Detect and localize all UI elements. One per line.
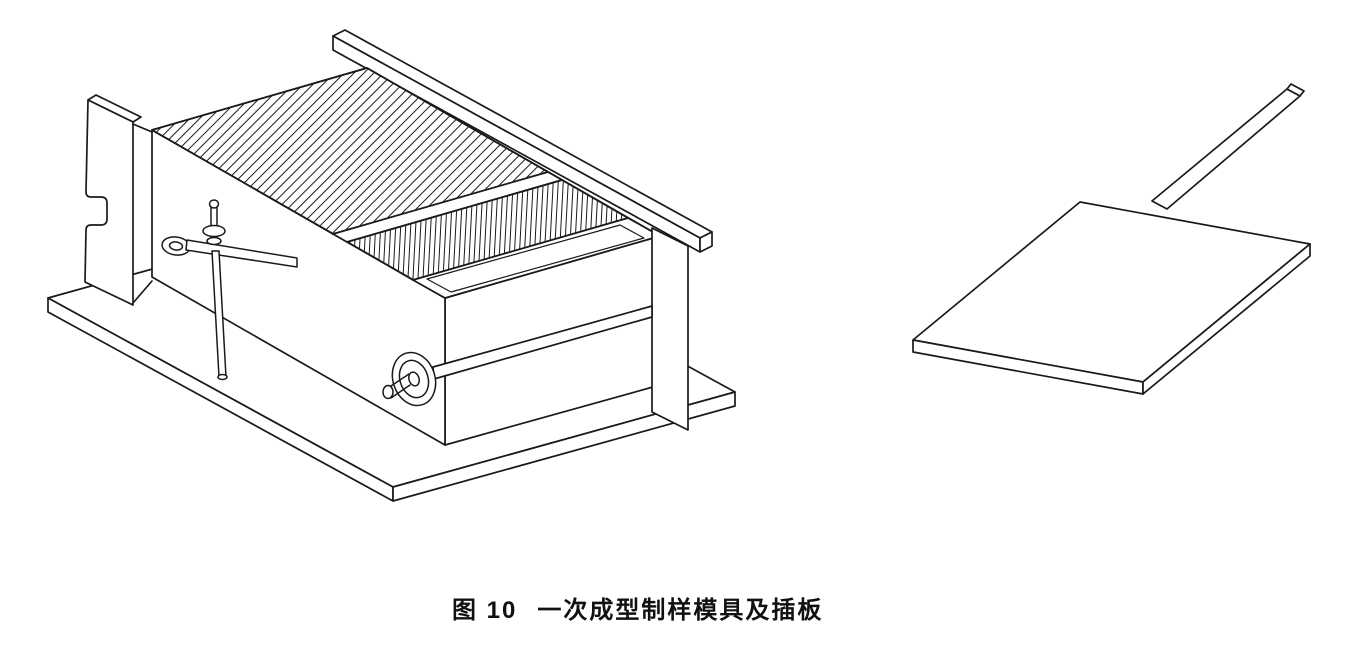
clamp-eye-inner bbox=[168, 241, 184, 251]
insert-plate-right-edge bbox=[1142, 243, 1311, 395]
handwheel-axle-stub bbox=[382, 384, 394, 400]
handwheel-rim-inner bbox=[398, 359, 430, 399]
left-end-plate bbox=[84, 99, 134, 306]
clamp-assembly bbox=[161, 199, 298, 381]
right-end-post bbox=[651, 227, 689, 431]
insert-plate-handle-end bbox=[1286, 83, 1305, 97]
insert-plate-handle bbox=[1151, 88, 1301, 210]
base-plate-right-edge bbox=[392, 391, 736, 502]
handwheel-hub bbox=[408, 371, 420, 387]
handwheel bbox=[382, 351, 437, 407]
plate-box-joint-bottom bbox=[132, 280, 153, 304]
figure-caption-number: 图 10 bbox=[452, 597, 518, 624]
plate-box-joint-top bbox=[132, 123, 153, 133]
open-cavity-inner-edge bbox=[426, 224, 645, 293]
handwheel-axle-bottom bbox=[390, 384, 411, 399]
clamp-screw-ball bbox=[208, 199, 220, 209]
clamp-lever-bar bbox=[185, 239, 298, 268]
top-rail-end-face bbox=[699, 231, 713, 253]
insert-plate-drawing bbox=[912, 83, 1311, 395]
handwheel-axle-top bbox=[390, 373, 410, 387]
clamp-screw-washer bbox=[206, 236, 222, 246]
clamp-screw-nut bbox=[202, 224, 226, 238]
clamp-rod-foot bbox=[217, 373, 228, 381]
mold-drawing bbox=[47, 29, 736, 502]
figure-caption: 图 10 一次成型制样模具及插板 bbox=[452, 590, 823, 625]
figure-caption-title: 一次成型制样模具及插板 bbox=[537, 597, 824, 624]
